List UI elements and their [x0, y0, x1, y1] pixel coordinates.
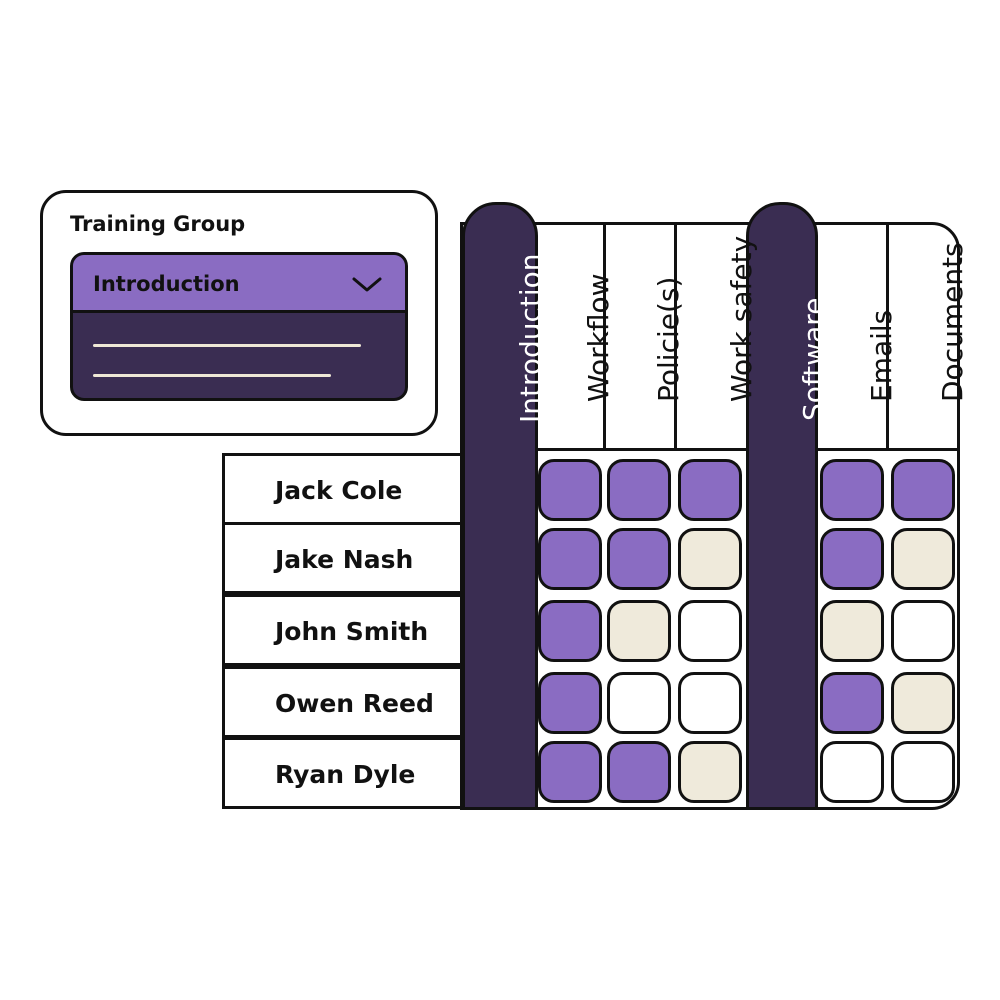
group-label: Introduction	[514, 253, 547, 423]
status-cell-done[interactable]	[607, 528, 671, 590]
employee-row[interactable]: Ryan Dyle	[222, 737, 466, 809]
topic-label: Workflow	[582, 273, 615, 402]
status-cell-none[interactable]	[891, 600, 955, 662]
dropdown-selected[interactable]: Introduction	[73, 255, 405, 313]
status-cell-done[interactable]	[538, 528, 602, 590]
status-cell-done[interactable]	[607, 741, 671, 803]
employee-name: Owen Reed	[275, 689, 434, 718]
status-cell-done[interactable]	[538, 741, 602, 803]
employee-row[interactable]: Jake Nash	[222, 522, 466, 594]
employee-row[interactable]: Jack Cole	[222, 453, 466, 525]
group-label: Software	[797, 297, 830, 421]
status-cell-progress[interactable]	[820, 600, 884, 662]
employee-row[interactable]: Owen Reed	[222, 666, 466, 738]
status-cell-progress[interactable]	[891, 528, 955, 590]
group-bar-software	[746, 202, 818, 810]
status-cell-progress[interactable]	[678, 528, 742, 590]
status-cell-progress[interactable]	[891, 672, 955, 734]
topic-label: Documents	[936, 242, 969, 402]
status-cell-done[interactable]	[820, 459, 884, 521]
status-cell-done[interactable]	[538, 459, 602, 521]
status-cell-progress[interactable]	[678, 741, 742, 803]
status-cell-done[interactable]	[678, 459, 742, 521]
employee-name: Ryan Dyle	[275, 760, 416, 789]
status-cell-done[interactable]	[538, 672, 602, 734]
dropdown-option[interactable]	[93, 374, 331, 377]
chevron-down-icon[interactable]	[351, 273, 383, 295]
status-cell-done[interactable]	[820, 672, 884, 734]
status-cell-none[interactable]	[678, 672, 742, 734]
dropdown-selected-label: Introduction	[93, 272, 240, 296]
employee-name: Jake Nash	[275, 545, 414, 574]
status-cell-none[interactable]	[678, 600, 742, 662]
status-cell-none[interactable]	[820, 741, 884, 803]
employee-row[interactable]: John Smith	[222, 594, 466, 666]
topic-label: Work safety	[725, 235, 758, 402]
status-cell-done[interactable]	[820, 528, 884, 590]
status-cell-done[interactable]	[891, 459, 955, 521]
status-cell-done[interactable]	[538, 600, 602, 662]
column-divider	[886, 224, 889, 448]
status-cell-progress[interactable]	[607, 600, 671, 662]
dropdown-option[interactable]	[93, 344, 361, 347]
topic-label: Policie(s)	[652, 276, 685, 402]
employee-name: Jack Cole	[275, 476, 403, 505]
employee-name: John Smith	[275, 617, 429, 646]
column-divider	[603, 224, 606, 448]
group-bar-introduction	[462, 202, 538, 810]
status-cell-none[interactable]	[607, 672, 671, 734]
topic-label: Emails	[865, 309, 898, 402]
status-cell-none[interactable]	[891, 741, 955, 803]
training-group-dropdown[interactable]: Introduction	[70, 252, 408, 401]
status-cell-done[interactable]	[607, 459, 671, 521]
training-group-title: Training Group	[70, 212, 246, 236]
column-divider	[674, 224, 677, 448]
